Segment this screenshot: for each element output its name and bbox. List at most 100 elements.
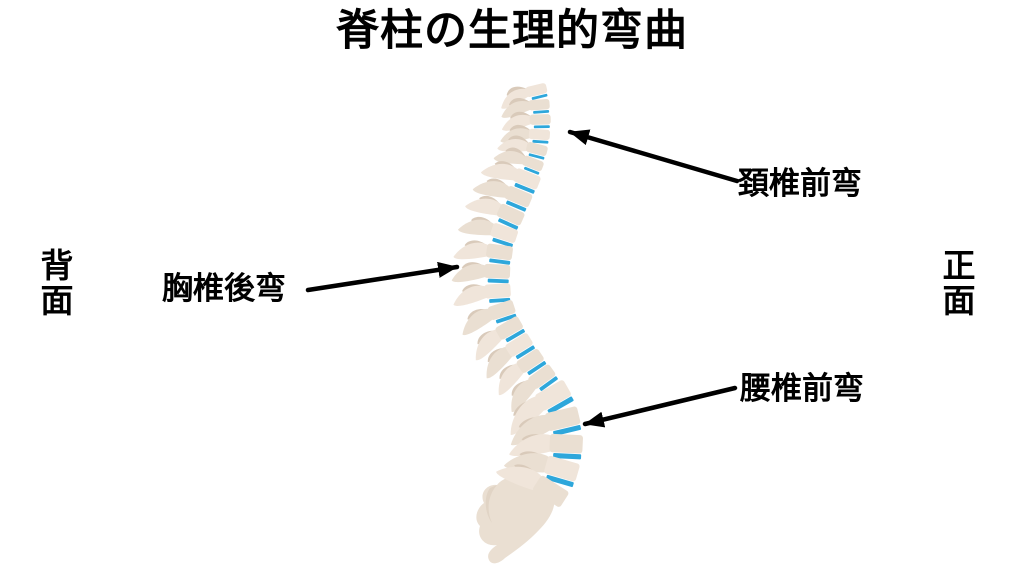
label-front-side: 正面	[937, 248, 975, 318]
vertebral-body	[535, 380, 571, 411]
arrow-thoracic	[305, 261, 460, 293]
spinous-process	[480, 163, 519, 181]
vertebra	[480, 161, 541, 194]
intervertebral-disc	[489, 258, 511, 265]
intervertebral-disc	[487, 278, 509, 284]
vertebra	[500, 124, 551, 144]
label-lumbar-lordosis: 腰椎前弯	[740, 371, 864, 406]
spinous-process	[451, 263, 487, 283]
vertebral-body	[528, 128, 551, 141]
vertebra	[493, 147, 544, 175]
vertebral-body	[528, 364, 556, 389]
vertebra	[497, 135, 548, 160]
spinous-process	[493, 150, 527, 165]
vertebra	[510, 380, 574, 435]
vertebra	[462, 300, 517, 336]
intervertebral-disc	[531, 93, 548, 100]
vertebra	[511, 364, 558, 412]
vertebral-body	[504, 186, 533, 208]
vertebral-body	[484, 283, 511, 299]
spinous-process	[498, 362, 525, 396]
diagram-title: 脊柱の生理的弯曲	[336, 7, 688, 55]
intervertebral-disc	[514, 182, 535, 194]
spinous-process	[453, 285, 488, 306]
spinous-process	[501, 114, 532, 131]
vertebra	[458, 216, 518, 248]
vertebral-body	[505, 333, 533, 357]
annotation-arrows	[305, 129, 740, 428]
sacrum-coccyx	[476, 476, 555, 564]
spinous-process	[462, 308, 494, 336]
spinous-process	[510, 396, 545, 435]
vertebral-body	[496, 203, 525, 226]
spinous-process	[486, 346, 513, 379]
vertebra	[472, 178, 533, 212]
vertebral-body	[528, 98, 550, 111]
vertebra	[510, 406, 582, 446]
intervertebral-disc	[532, 139, 549, 144]
vertebral-body	[513, 168, 541, 190]
label-cervical-lordosis: 頚椎前弯	[738, 166, 862, 201]
intervertebral-disc	[498, 218, 519, 230]
vertebra	[509, 433, 583, 460]
spinous-process	[453, 242, 490, 260]
vertebral-body	[525, 83, 548, 98]
spine-bones	[451, 83, 583, 564]
spinous-process	[472, 181, 511, 198]
vertebra	[501, 111, 551, 131]
spinous-process	[465, 198, 503, 216]
spinous-process	[475, 329, 503, 361]
vertebral-body	[486, 243, 513, 261]
intervertebral-disc	[545, 474, 574, 488]
spinous-process	[510, 415, 551, 446]
vertebra	[486, 333, 535, 379]
vertebra	[451, 262, 511, 284]
spinous-process	[509, 434, 553, 456]
intervertebral-disc	[547, 396, 574, 415]
vertebral-body	[522, 155, 544, 172]
vertebral-body	[544, 455, 580, 482]
intervertebral-disc	[553, 424, 582, 436]
intervertebral-disc	[527, 361, 547, 376]
vertebra	[475, 316, 525, 361]
vertebra	[501, 98, 550, 118]
vertebral-body	[549, 433, 583, 454]
spinous-process	[501, 101, 531, 118]
intervertebral-disc	[533, 125, 550, 129]
vertebral-body	[545, 406, 581, 431]
intervertebral-disc	[528, 153, 545, 160]
sacrum-shading	[485, 485, 497, 523]
intervertebral-disc	[492, 237, 513, 248]
vertebra	[453, 283, 511, 306]
spinous-process	[511, 379, 537, 412]
vertebral-body	[532, 475, 569, 507]
intervertebral-disc	[506, 200, 527, 212]
intervertebral-disc	[495, 313, 517, 324]
vertebral-body	[526, 141, 548, 157]
intervertebral-disc	[505, 329, 525, 343]
spinous-process	[497, 139, 530, 152]
vertebra	[453, 240, 513, 265]
vertebral-body	[487, 300, 516, 320]
intervertebral-disc	[515, 345, 535, 360]
arrow-cervical	[567, 129, 740, 184]
vertebra	[496, 464, 569, 507]
vertebral-body	[529, 114, 551, 125]
vertebra	[503, 451, 580, 488]
spinous-process	[496, 466, 543, 491]
spinous-process	[458, 219, 496, 236]
vertebral-body	[495, 316, 523, 340]
vertebral-body	[490, 223, 518, 243]
label-back-side: 背面	[35, 248, 73, 318]
intervertebral-disc	[533, 109, 550, 114]
vertebra	[465, 195, 525, 230]
intervertebral-disc	[553, 453, 582, 460]
vertebral-body	[483, 263, 511, 279]
vertebral-body	[516, 349, 544, 373]
arrow-lumbar	[582, 385, 738, 428]
vertebra	[498, 349, 547, 396]
intervertebral-disc	[539, 376, 558, 391]
intervertebral-disc	[523, 166, 540, 175]
